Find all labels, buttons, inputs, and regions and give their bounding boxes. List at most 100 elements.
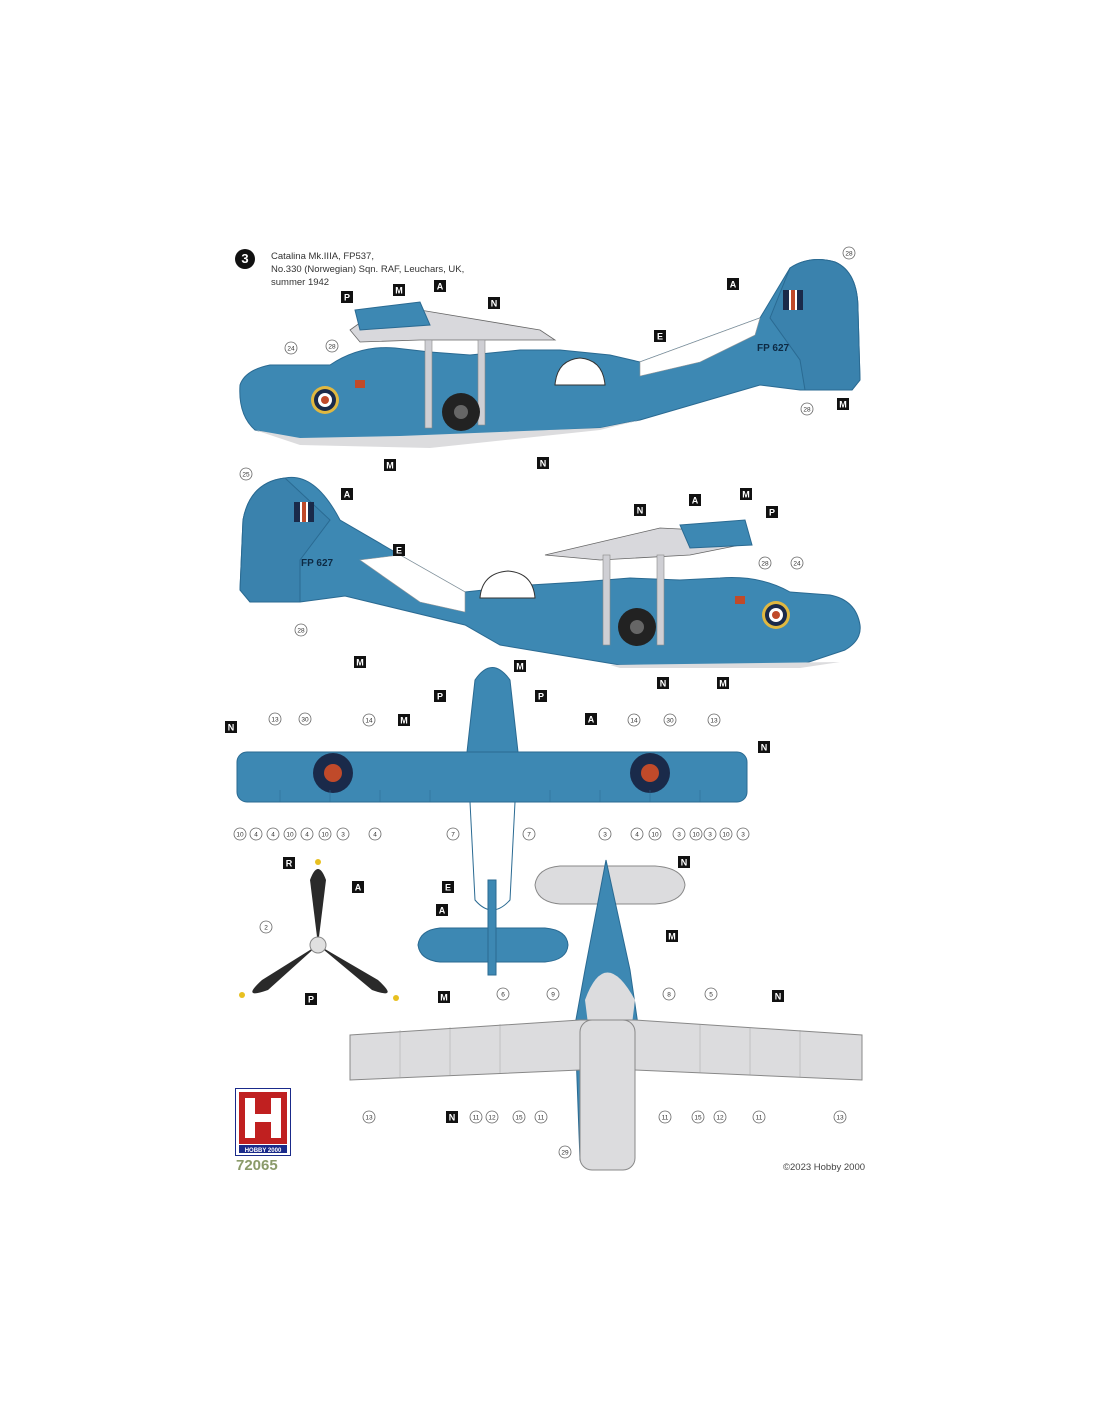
decal-number-label: 11: [538, 1115, 545, 1122]
decal-number-label: 4: [635, 832, 639, 839]
paint-code-marker-m: M: [717, 677, 729, 689]
decal-number-marker-28: 28: [325, 339, 339, 353]
paint-code-marker-p: P: [766, 506, 778, 518]
decal-number-label: 4: [305, 832, 309, 839]
right-side-profile: FP 627: [239, 476, 861, 668]
paint-code-label: M: [742, 490, 750, 500]
decal-number-label: 28: [803, 407, 811, 414]
decal-number-label: 11: [473, 1115, 480, 1122]
left-side-profile: FP 627: [239, 259, 861, 448]
decal-number-label: 6: [501, 992, 505, 999]
paint-code-label: P: [769, 508, 775, 518]
paint-code-marker-n: N: [634, 504, 646, 516]
decal-number-label: 10: [236, 832, 244, 839]
paint-code-label: E: [445, 883, 451, 893]
paint-code-label: M: [839, 400, 847, 410]
paint-code-marker-a: A: [352, 881, 364, 893]
paint-code-marker-p: P: [305, 993, 317, 1005]
paint-code-marker-m: M: [438, 991, 450, 1003]
paint-code-marker-p: P: [341, 291, 353, 303]
paint-code-label: A: [439, 906, 446, 916]
paint-code-marker-n: N: [537, 457, 549, 469]
paint-code-label: M: [395, 286, 403, 296]
decal-number-marker-28: 28: [758, 556, 772, 570]
decal-number-marker-11: 11: [752, 1110, 766, 1124]
decal-number-marker-12: 12: [713, 1110, 727, 1124]
paint-code-marker-m: M: [354, 656, 366, 668]
decal-number-marker-7: 7: [522, 827, 536, 841]
paint-code-label: M: [386, 461, 394, 471]
paint-code-marker-e: E: [393, 544, 405, 556]
paint-code-label: N: [491, 299, 498, 309]
profile-number-badge: 3: [235, 249, 255, 269]
decal-number-marker-28: 28: [842, 246, 856, 260]
decal-number-marker-28: 28: [294, 623, 308, 637]
decal-number-marker-4: 4: [300, 827, 314, 841]
decal-number-label: 4: [254, 832, 258, 839]
decal-number-marker-4: 4: [266, 827, 280, 841]
decal-number-marker-10: 10: [233, 827, 247, 841]
decal-number-label: 7: [451, 832, 455, 839]
decal-number-label: 25: [242, 472, 250, 479]
paint-code-marker-e: E: [442, 881, 454, 893]
decal-number-label: 4: [271, 832, 275, 839]
decal-number-marker-11: 11: [534, 1110, 548, 1124]
paint-code-label: A: [355, 883, 362, 893]
paint-code-label: N: [228, 723, 235, 733]
decal-number-marker-13: 13: [833, 1110, 847, 1124]
decal-number-marker-28: 28: [800, 402, 814, 416]
kit-number: 72065: [236, 1157, 278, 1174]
paint-code-marker-n: N: [657, 677, 669, 689]
fuselage-serial-left: FP 627: [757, 343, 789, 354]
paint-code-label: M: [668, 932, 676, 942]
decal-number-label: 3: [741, 832, 745, 839]
paint-code-marker-p: P: [434, 690, 446, 702]
paint-code-marker-n: N: [772, 990, 784, 1002]
paint-code-marker-e: E: [654, 330, 666, 342]
caption-line-1: Catalina Mk.IIIA, FP537,: [271, 251, 374, 262]
decal-number-label: 10: [651, 832, 659, 839]
paint-code-label: P: [344, 293, 350, 303]
decal-number-label: 7: [527, 832, 531, 839]
paint-code-marker-m: M: [837, 398, 849, 410]
paint-code-label: E: [396, 546, 402, 556]
decal-number-label: 3: [677, 832, 681, 839]
paint-code-marker-m: M: [514, 660, 526, 672]
decal-number-label: 14: [630, 718, 638, 725]
decal-number-label: 24: [793, 561, 801, 568]
paint-code-marker-p: P: [535, 690, 547, 702]
decal-number-label: 15: [515, 1115, 523, 1122]
decal-number-label: 2: [264, 925, 268, 932]
paint-code-label: A: [344, 490, 351, 500]
decal-number-marker-4: 4: [368, 827, 382, 841]
paint-code-label: M: [400, 716, 408, 726]
paint-code-marker-m: M: [666, 930, 678, 942]
decal-number-label: 4: [373, 832, 377, 839]
decal-number-marker-10: 10: [648, 827, 662, 841]
paint-code-label: P: [308, 995, 314, 1005]
paint-code-label: M: [356, 658, 364, 668]
paint-code-label: N: [681, 858, 688, 868]
paint-code-label: A: [588, 715, 595, 725]
paint-code-marker-a: A: [434, 280, 446, 292]
decal-number-marker-2: 2: [259, 920, 273, 934]
paint-code-label: P: [437, 692, 443, 702]
decal-number-marker-14: 14: [362, 713, 376, 727]
decal-number-label: 28: [297, 628, 305, 635]
propeller-drawing: [239, 859, 399, 1001]
paint-code-marker-a: A: [689, 494, 701, 506]
decal-number-label: 28: [761, 561, 769, 568]
decal-number-label: 30: [301, 717, 309, 724]
decal-number-marker-5: 5: [704, 987, 718, 1001]
paint-code-label: P: [538, 692, 544, 702]
decal-number-label: 3: [708, 832, 712, 839]
decal-number-marker-3: 3: [336, 827, 350, 841]
profile-caption: Catalina Mk.IIIA, FP537, No.330 (Norwegi…: [271, 250, 591, 289]
decal-number-label: 13: [365, 1115, 373, 1122]
paint-code-marker-n: N: [446, 1111, 458, 1123]
decal-number-label: 13: [271, 717, 279, 724]
decal-number-marker-9: 9: [546, 987, 560, 1001]
decal-number-label: 9: [551, 992, 555, 999]
decal-number-label: 29: [561, 1150, 569, 1157]
